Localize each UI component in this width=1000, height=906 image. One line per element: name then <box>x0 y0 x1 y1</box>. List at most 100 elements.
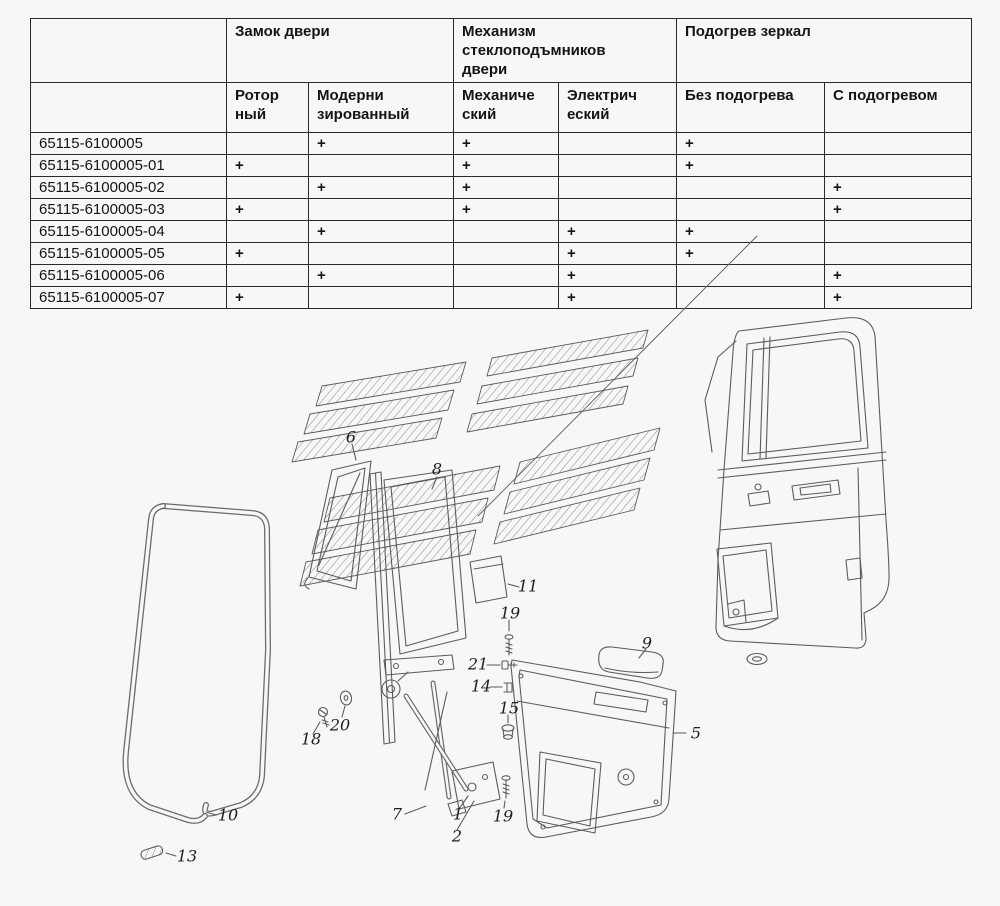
screw-19-lower <box>501 775 511 809</box>
sub-header-electric: Электрич еский <box>557 82 678 133</box>
option-cell: + <box>676 220 826 243</box>
table-row: 65115-6100005-03 + + + <box>30 198 973 221</box>
option-cell <box>676 264 826 287</box>
door-seal-outline <box>122 503 271 860</box>
option-cell: + <box>676 242 826 265</box>
callout-5: 5 <box>690 723 702 743</box>
screw-19-upper <box>504 619 514 656</box>
option-cell: + <box>453 198 559 221</box>
door-assembly <box>704 317 890 666</box>
option-cell <box>226 176 309 199</box>
callout-19-upper: 19 <box>499 603 521 623</box>
option-cell <box>557 198 678 221</box>
window-regulator <box>381 654 501 831</box>
part-number: 65115-6100005-07 <box>30 286 227 309</box>
option-cell: + <box>676 154 826 177</box>
sub-header-without-heating: Без подогрева <box>676 82 826 133</box>
sub-header-row: Ротор ный Модерни зированный Механиче ск… <box>30 82 973 133</box>
washer-20 <box>339 690 353 718</box>
callout-2: 2 <box>451 826 463 846</box>
group-header-mirror-heating: Подогрев зеркал <box>676 18 973 83</box>
table-row: 65115-6100005-01 + + + <box>30 154 973 177</box>
group-header-row: Замок двери Механизм стеклоподъмников дв… <box>30 18 973 83</box>
option-cell <box>676 286 826 309</box>
option-cell <box>824 242 973 265</box>
corner-cell-top <box>30 18 227 83</box>
option-cell <box>226 264 309 287</box>
part-number: 65115-6100005-06 <box>30 264 227 287</box>
option-cell: + <box>308 220 454 243</box>
variants-table: Замок двери Механизм стеклоподъмников дв… <box>30 18 973 309</box>
part-number: 65115-6100005-01 <box>30 154 227 177</box>
option-cell <box>226 220 309 243</box>
option-cell: + <box>557 286 678 309</box>
corner-cell-bottom <box>30 82 227 133</box>
callout-8: 8 <box>431 459 443 479</box>
screw-18 <box>312 706 330 735</box>
option-cell: + <box>824 198 973 221</box>
seal-clip <box>140 845 164 860</box>
callout-15: 15 <box>498 698 520 718</box>
option-cell: + <box>453 176 559 199</box>
armrest-9 <box>598 646 664 679</box>
option-cell: + <box>824 176 973 199</box>
callout-10: 10 <box>217 805 239 825</box>
option-cell <box>453 220 559 243</box>
callout-14: 14 <box>470 676 492 696</box>
option-cell: + <box>557 242 678 265</box>
table-row: 65115-6100005-05 + + + <box>30 242 973 265</box>
option-cell: + <box>226 198 309 221</box>
part-number: 65115-6100005-03 <box>30 198 227 221</box>
option-cell <box>308 154 454 177</box>
option-cell <box>308 198 454 221</box>
option-cell: + <box>557 264 678 287</box>
grommet-15 <box>501 714 515 740</box>
table-row: 65115-6100005-06 + + + <box>30 264 973 287</box>
trim-panel-5 <box>510 659 687 839</box>
table-row: 65115-6100005-02 + + + <box>30 176 973 199</box>
option-cell <box>308 242 454 265</box>
option-cell: + <box>557 220 678 243</box>
callout-6: 6 <box>345 427 357 447</box>
option-cell: + <box>308 132 454 155</box>
option-cell: + <box>308 176 454 199</box>
table-row: 65115-6100005 + + + <box>30 132 973 155</box>
bolt-21 <box>486 660 518 670</box>
callout-21: 21 <box>467 654 489 674</box>
option-cell <box>557 176 678 199</box>
group-header-door-lock: Замок двери <box>226 18 454 83</box>
option-cell: + <box>226 286 309 309</box>
table-row: 65115-6100005-07 + + + <box>30 286 973 309</box>
option-cell: + <box>824 286 973 309</box>
option-cell <box>453 242 559 265</box>
option-cell: + <box>226 242 309 265</box>
callout-7: 7 <box>391 804 403 824</box>
hatched-chevron-bands <box>291 329 661 587</box>
option-cell: + <box>226 154 309 177</box>
option-cell: + <box>676 132 826 155</box>
option-cell: + <box>308 264 454 287</box>
option-cell <box>453 286 559 309</box>
clip-14 <box>489 682 513 693</box>
quarter-window-frame <box>304 443 372 590</box>
callout-1: 1 <box>452 804 464 824</box>
table-row: 65115-6100005-04 + + + <box>30 220 973 243</box>
sub-header-rotor: Ротор ный <box>226 82 309 133</box>
part-number: 65115-6100005-02 <box>30 176 227 199</box>
part-number: 65115-6100005 <box>30 132 227 155</box>
option-cell <box>226 132 309 155</box>
option-cell <box>676 198 826 221</box>
part-number: 65115-6100005-04 <box>30 220 227 243</box>
callout-11: 11 <box>517 576 539 596</box>
option-cell <box>557 132 678 155</box>
callout-19-lower: 19 <box>492 806 514 826</box>
pad-item-11 <box>469 555 520 604</box>
part-number: 65115-6100005-05 <box>30 242 227 265</box>
option-cell: + <box>824 264 973 287</box>
callout-20: 20 <box>329 715 351 735</box>
option-cell <box>824 220 973 243</box>
group-header-window-regulator: Механизм стеклоподъмников двери <box>452 18 678 83</box>
option-cell: + <box>453 132 559 155</box>
drop-glass-and-channel <box>369 469 467 745</box>
option-cell <box>676 176 826 199</box>
